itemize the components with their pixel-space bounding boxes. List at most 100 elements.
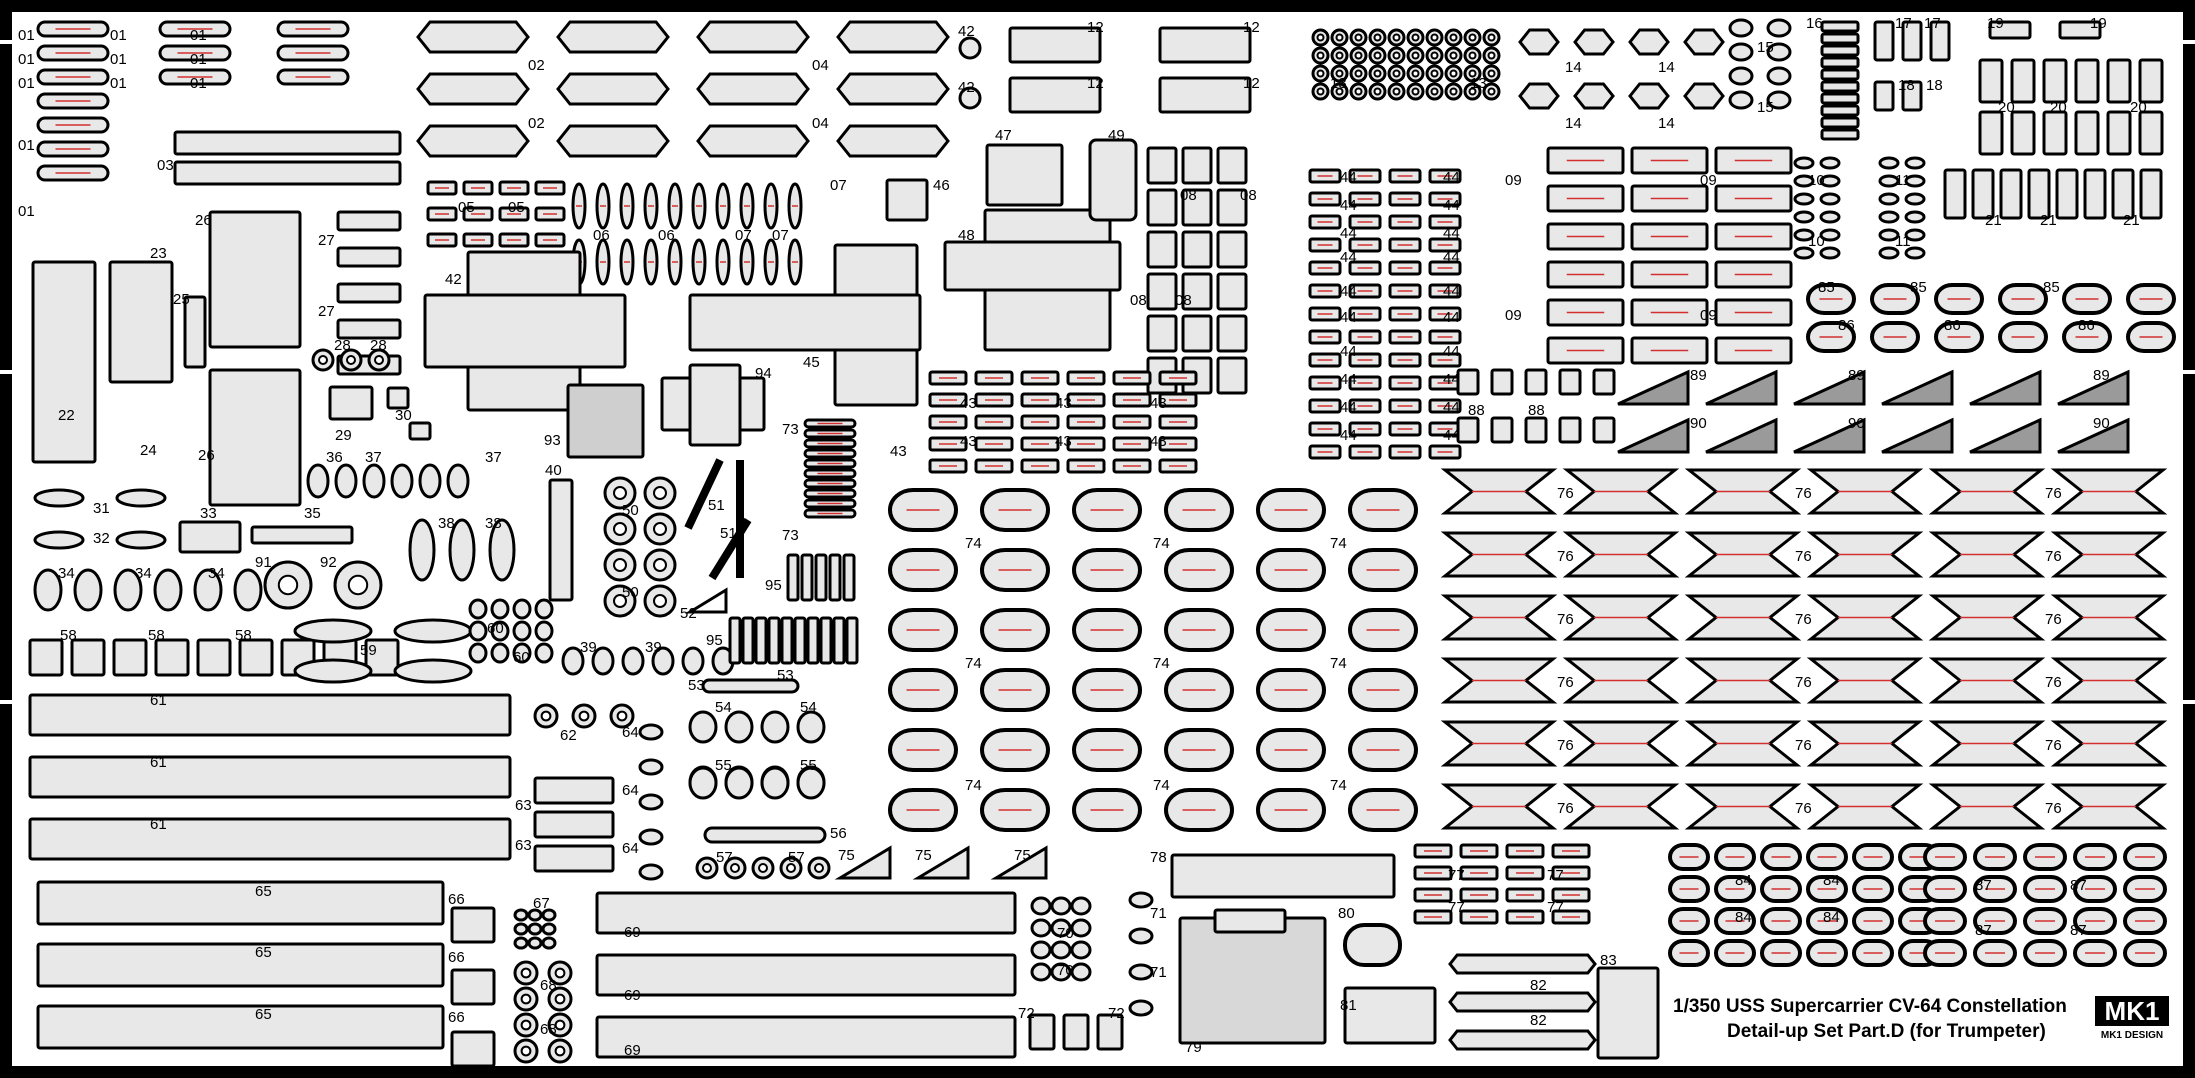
etched-part [1714,907,1756,935]
part-number-label: 73 [782,421,799,438]
etched-part [1668,939,1710,967]
etched-part [468,598,488,620]
etched-part [1459,909,1499,925]
part-number-label: 44 [1443,169,1460,186]
part-number-label: 87 [2070,877,2087,894]
etched-part [1728,42,1754,62]
etched-part [1878,246,1900,260]
etched-part [1308,329,1342,345]
part-number-label: 44 [1443,309,1460,326]
etched-part [800,553,814,602]
etched-part [1181,272,1213,311]
part-number-label: 64 [622,782,639,799]
etched-part [1820,20,1860,33]
etched-part [928,436,968,452]
etched-part [928,458,968,474]
part-number-label: 01 [18,203,35,220]
etched-part [336,282,402,304]
etched-part [681,646,705,676]
part-number-label: 84 [1823,909,1840,926]
etched-part [1766,18,1792,38]
etched-part [1852,939,1894,967]
etched-part [1308,375,1342,391]
etched-part [1459,843,1499,859]
etched-part [1308,352,1342,368]
etched-part [1806,875,1848,903]
etched-part [1348,608,1418,652]
part-number-label: 57 [716,849,733,866]
etched-part [1878,192,1900,206]
etched-part [1628,28,1670,56]
etched-part [541,936,557,950]
etched-part [1216,314,1248,353]
etched-part [527,922,543,936]
etched-part [426,232,458,248]
etched-part [1170,853,1396,899]
etched-part [1311,82,1330,101]
etched-part [787,238,803,286]
etched-part [885,178,929,222]
etched-part [1388,421,1422,437]
part-number-label: 26 [195,212,212,229]
etched-part [1573,82,1615,110]
part-number-label: 70 [1057,962,1074,979]
etched-part [1482,82,1501,101]
etched-part [1873,80,1895,112]
etched-part [1406,28,1425,47]
etched-part [1456,416,1480,444]
etched-part [1546,146,1625,175]
etched-part [462,232,494,248]
part-number-label: 13 [1470,75,1487,92]
etched-part [2106,110,2132,156]
etched-part [328,385,374,421]
etched-part [1904,156,1926,170]
etched-part [1349,64,1368,83]
etched-part [2073,907,2117,935]
etched-part [1998,321,2048,353]
part-number-label: 50 [622,584,639,601]
etched-part [643,548,677,582]
brand-logo: MK1 MK1 DESIGN [2095,996,2169,1041]
etched-part [2042,110,2068,156]
part-number-label: 27 [318,232,335,249]
etched-part [1793,156,1815,170]
etched-part [2027,168,2051,220]
etched-part [1878,228,1900,242]
etched-part [1524,416,1548,444]
etched-part [1630,184,1709,213]
etched-part [173,130,402,156]
etched-part [1760,875,1802,903]
etched-part [1705,369,1778,406]
etched-part [1505,887,1545,903]
etched-part [1714,939,1756,967]
part-number-label: 15 [1757,39,1774,56]
brand-name: MK1 DESIGN [2101,1030,2163,1041]
etched-part [1904,210,1926,224]
etched-part [1330,46,1349,65]
etched-part [1904,174,1926,188]
part-number-label: 08 [1240,187,1257,204]
etched-part [513,922,529,936]
etched-part [512,620,532,642]
etched-part [534,232,566,248]
etched-part [1428,329,1462,345]
etched-part [1819,192,1841,206]
etched-part [2057,417,2130,454]
part-number-label: 74 [965,777,982,794]
etched-part [1546,260,1625,289]
part-number-label: 44 [1340,169,1357,186]
part-number-label: 76 [2045,485,2062,502]
etched-part [364,638,400,677]
etched-part [293,658,373,684]
etched-part [974,392,1014,408]
part-number-label: 95 [706,632,723,649]
etched-part [1050,918,1072,938]
etched-part [1760,843,1802,871]
etched-part [36,942,445,988]
part-number-label: 76 [1557,674,1574,691]
etched-part [450,906,496,944]
part-number-label: 08 [1175,292,1192,309]
etched-part [803,478,857,489]
etched-part [1146,188,1178,227]
